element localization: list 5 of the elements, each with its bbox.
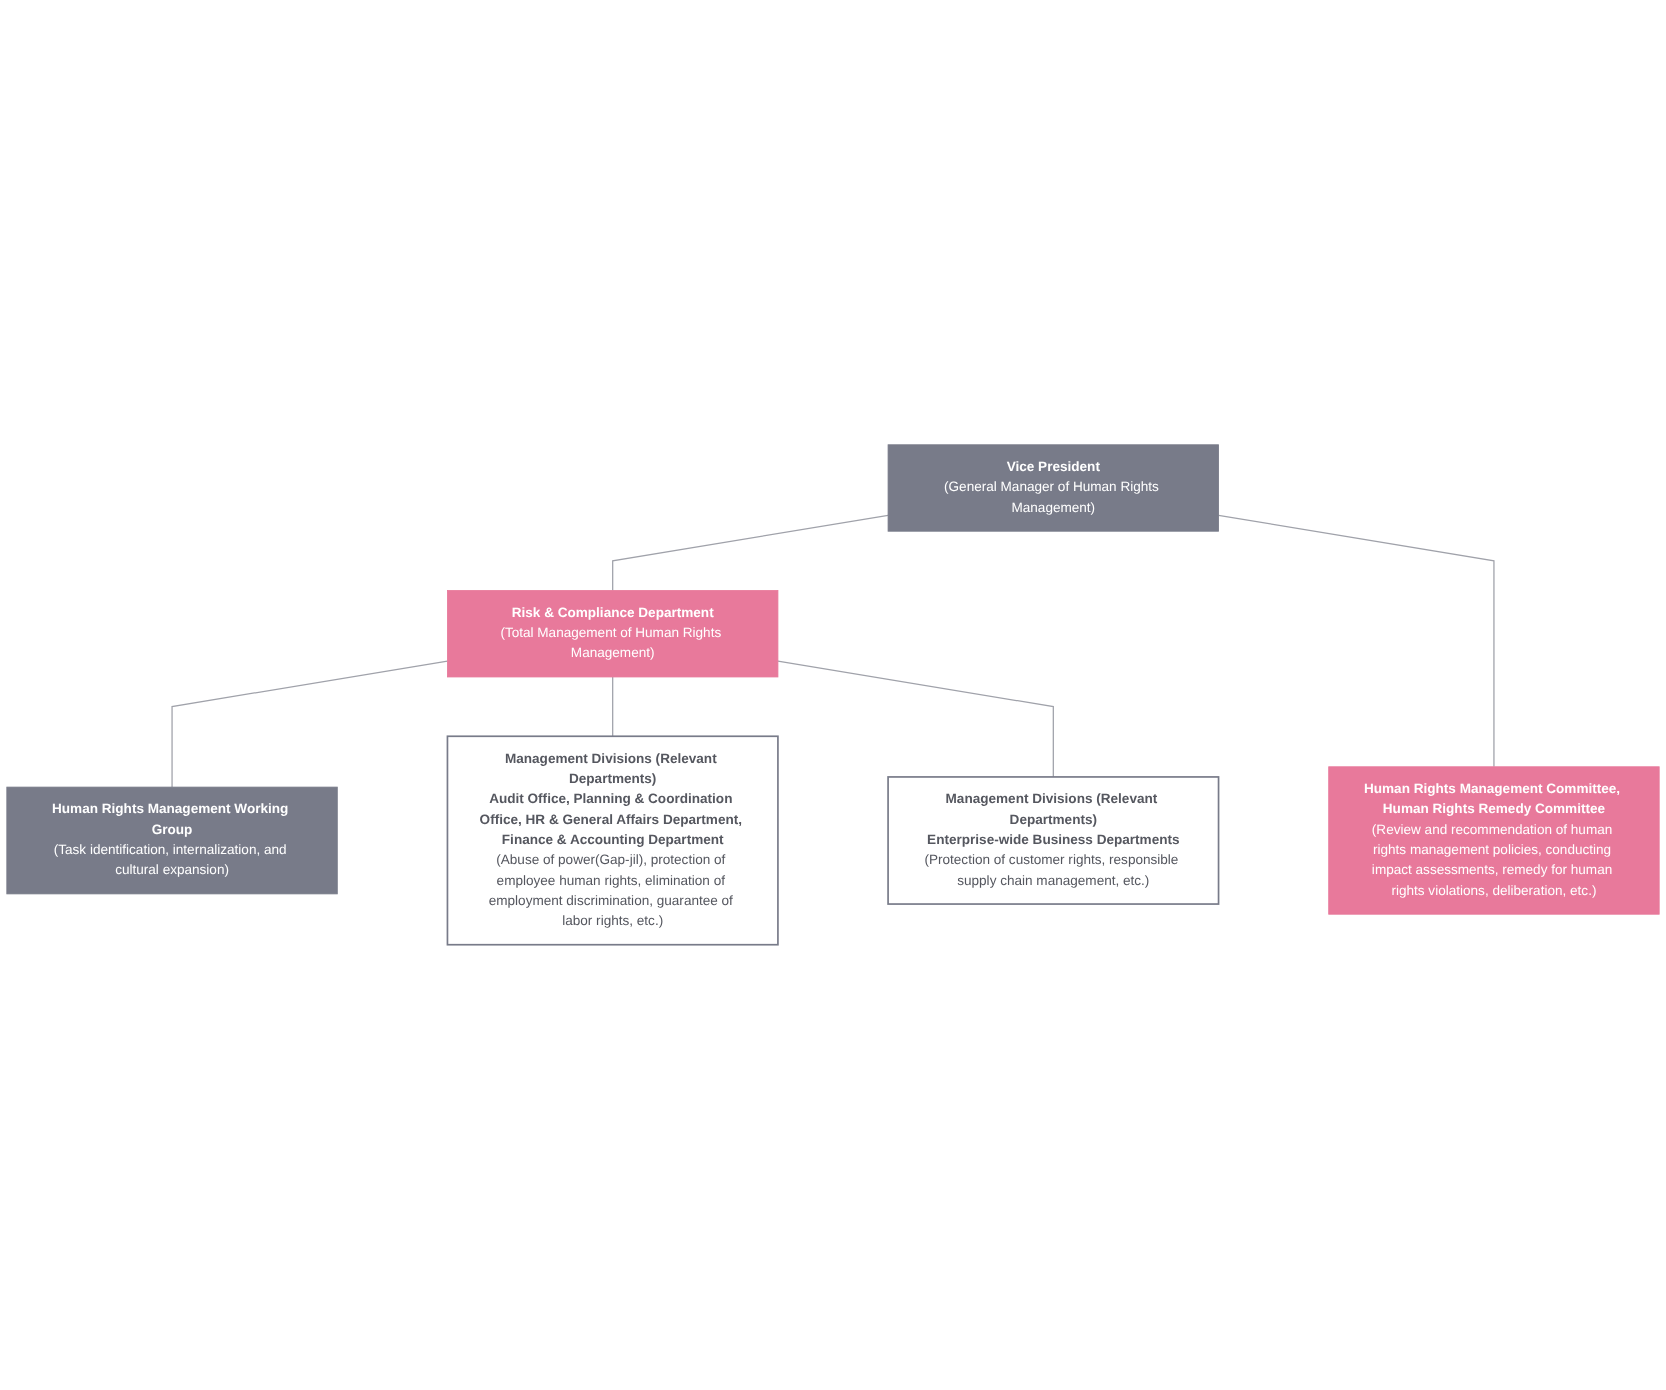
connector <box>777 660 1054 778</box>
connector <box>171 660 449 788</box>
connector <box>1217 514 1495 768</box>
connector <box>612 676 614 738</box>
connector <box>612 514 889 592</box>
